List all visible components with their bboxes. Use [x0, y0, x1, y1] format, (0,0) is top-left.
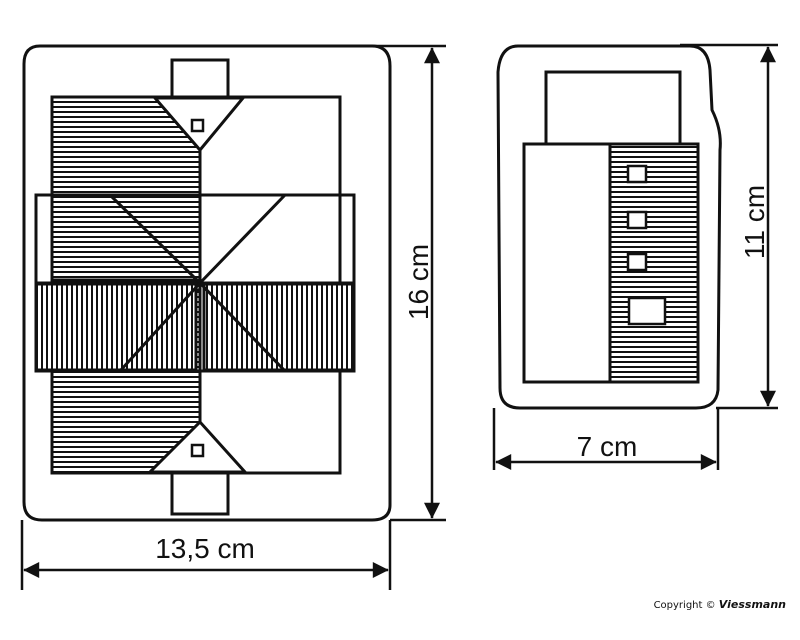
small-window-2: [626, 210, 648, 230]
small-base-plate: [496, 44, 722, 410]
dimension-lines: [20, 43, 778, 590]
small-height-label: 11 cm: [739, 185, 770, 259]
copyright-text: Copyright ©: [653, 600, 716, 611]
large-model-top-view: [22, 44, 392, 522]
small-rear-building: [544, 70, 682, 148]
small-left-building: [522, 142, 612, 384]
bottom-gable-window: [190, 443, 205, 458]
large-width-label: 13,5 cm: [155, 533, 255, 564]
large-height-label: 16 cm: [403, 244, 434, 320]
large-base-plate: [22, 44, 392, 522]
small-model-top-view: [496, 44, 722, 410]
roof-panel-middle-left: [34, 282, 198, 372]
small-window-3: [626, 252, 648, 272]
brand-logo-text: Viessmann: [718, 598, 786, 611]
roof-panel-middle-right: [202, 282, 356, 372]
top-gable-window: [190, 118, 205, 133]
bottom-chimney: [170, 468, 230, 516]
top-chimney: [170, 58, 230, 100]
small-width-label: 7 cm: [577, 431, 638, 462]
small-window-4: [627, 296, 667, 326]
small-window-1: [626, 164, 648, 184]
copyright-notice: Copyright © Viessmann: [654, 598, 786, 611]
small-hatched-roof: [608, 142, 700, 384]
